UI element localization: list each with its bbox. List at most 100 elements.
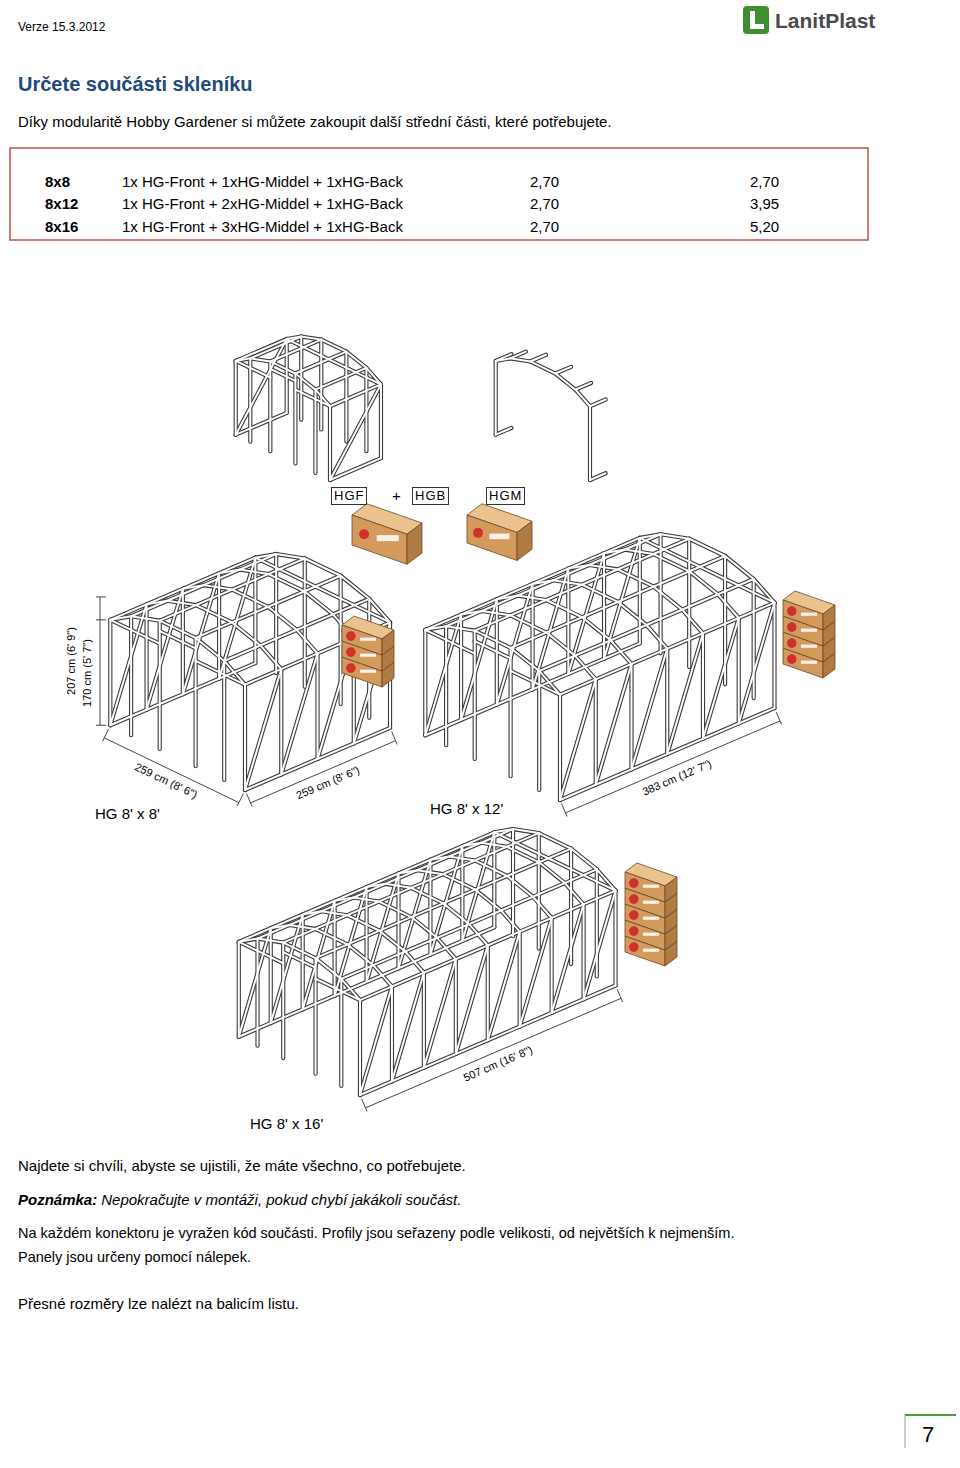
frame-tube	[497, 596, 632, 770]
frame-tube	[316, 849, 572, 959]
carton-sticker	[490, 534, 510, 540]
frame-tube	[315, 958, 317, 1074]
dimension-label: 170 cm (5' 7")	[81, 637, 94, 709]
frame-tube	[424, 959, 456, 1068]
frame-tube	[330, 458, 381, 480]
carton-face	[407, 523, 422, 564]
carton-logo	[346, 631, 356, 641]
frame-tube	[304, 559, 306, 687]
frame-tube	[303, 559, 307, 687]
frame-tube	[575, 383, 591, 390]
dimension-line	[362, 989, 623, 1111]
frame-tube	[303, 911, 424, 1067]
frame-tube	[496, 428, 512, 435]
carton-logo	[629, 942, 639, 952]
frame-tube	[223, 661, 225, 780]
carton	[783, 591, 835, 630]
carton	[342, 616, 394, 655]
frame-tube	[631, 649, 667, 770]
carton-logo	[346, 647, 356, 657]
carton-face	[625, 872, 665, 902]
frame-tube	[315, 368, 366, 390]
frame-tube	[335, 898, 456, 1054]
table-cell: 8x12	[45, 195, 78, 213]
frame-tube	[335, 887, 367, 996]
frame-tube	[398, 860, 430, 969]
frame-tube	[555, 367, 571, 374]
frame-tube	[287, 337, 381, 459]
frame-tube	[584, 891, 616, 1000]
carton-sticker	[360, 670, 376, 673]
frame-tube	[537, 833, 541, 949]
dimension-label: 259 cm (8' 6")	[131, 760, 201, 803]
page-title: Určete součásti skleníku	[18, 72, 253, 96]
frame-tube	[367, 873, 399, 982]
carton-face	[665, 877, 677, 902]
note-text: Nepokračujte v montáži, pokud chybí jaká…	[101, 1191, 461, 1209]
frame-tube	[667, 633, 703, 754]
frame-tube	[425, 615, 461, 736]
frame-tube	[568, 553, 604, 674]
frame-tube	[271, 914, 303, 1023]
front-back-parts	[236, 337, 381, 480]
table-cell: 1x HG-Front + 2xHG-Middel + 1xHG-Back	[122, 195, 403, 213]
carton-face	[823, 605, 835, 630]
frame-tube	[255, 554, 390, 728]
frame-tube	[303, 911, 424, 1067]
logo-mark	[750, 11, 764, 29]
frame-tube	[183, 585, 318, 759]
dimension-line	[617, 989, 623, 1002]
dimension-line	[776, 712, 782, 725]
carton-sticker	[801, 613, 817, 616]
frame-tube	[330, 384, 381, 406]
dimension-line	[100, 597, 101, 725]
frame-tube	[340, 979, 342, 1086]
model-name: HG 8' x 8'	[95, 805, 160, 823]
frame-tube	[474, 631, 476, 759]
frame-tube	[488, 932, 520, 1041]
carton-sticker	[643, 917, 659, 920]
dimension-line	[96, 725, 106, 726]
carton-logo	[787, 638, 797, 648]
dimension-line	[247, 794, 253, 807]
frame-tube	[236, 339, 287, 361]
frame-tube	[147, 589, 183, 710]
frame-tube	[488, 932, 520, 1041]
frame-tube	[236, 413, 287, 435]
frame-tube	[282, 943, 284, 1059]
carton-sticker	[801, 661, 817, 664]
frame-tube	[456, 945, 488, 1054]
frame-tube	[473, 631, 477, 759]
frame-tube	[703, 618, 739, 739]
table-cell: 8x16	[45, 218, 78, 236]
frame-tube	[494, 832, 615, 890]
frame-tube	[219, 558, 255, 679]
frame-tube	[496, 358, 590, 480]
frame-tube	[222, 661, 226, 780]
dimension-line	[562, 712, 782, 817]
frame-tube	[688, 539, 690, 667]
frame-tube	[667, 633, 703, 754]
frame-tube	[584, 891, 616, 1000]
version-text: Verze 15.3.2012	[18, 20, 105, 34]
frame-tube	[687, 539, 691, 667]
frame-tube	[640, 534, 775, 708]
frame-tube	[538, 833, 540, 949]
plus-sign: +	[392, 487, 401, 505]
frame-tube	[456, 945, 488, 1054]
frame-tube	[398, 870, 519, 1026]
frame-tube	[281, 654, 317, 775]
frame-tube	[425, 626, 560, 800]
carton-sticker	[643, 949, 659, 952]
carton-face	[467, 515, 517, 561]
greenhouse-8x16	[239, 829, 616, 1095]
frame-tube	[239, 939, 360, 1095]
frame-tube	[530, 355, 546, 362]
frame-tube	[339, 979, 343, 1086]
carton-face	[382, 630, 394, 655]
carton-sticker	[643, 933, 659, 936]
frame-tube	[590, 473, 606, 480]
frame-tube	[360, 986, 392, 1095]
frame-tube	[245, 669, 281, 790]
frame-tube	[158, 621, 162, 749]
